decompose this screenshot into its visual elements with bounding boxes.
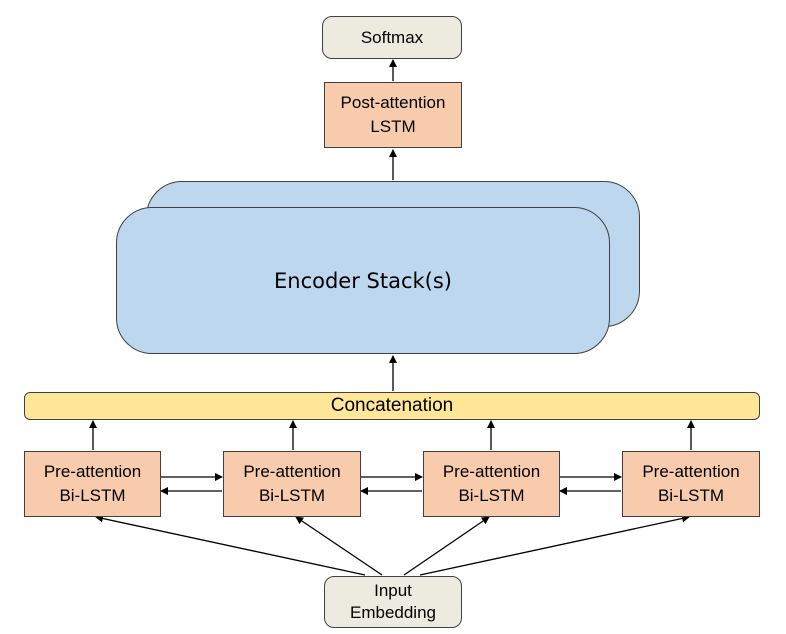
pre-attention-bilstm-2: Pre-attention Bi-LSTM [223,451,361,517]
arrow-input-to-pre2 [295,516,383,576]
concatenation-label: Concatenation [330,395,454,416]
pre-attention-4-line1: Pre-attention [642,462,740,481]
softmax-box: Softmax [322,16,462,59]
input-embedding-box: Input Embedding [324,576,462,628]
concatenation-bar: Concatenation [24,392,760,420]
arrow-input-to-pre4 [419,514,690,576]
pre-attention-3-line1: Pre-attention [442,462,541,481]
softmax-label: Softmax [360,27,424,47]
pre-attention-3-line2: Bi-LSTM [458,486,525,505]
post-attention-line1: Post-attention [340,93,446,112]
post-attention-lstm-box: Post-attention LSTM [324,82,462,148]
pre-attention-bilstm-4: Pre-attention Bi-LSTM [622,451,760,517]
pre-attention-4-line2: Bi-LSTM [657,486,725,505]
input-line2: Embedding [349,603,436,622]
encoder-stack-front: Encoder Stack(s) [116,207,610,354]
arrow-input-to-pre3 [403,516,490,576]
pre-attention-1-line1: Pre-attention [43,462,142,481]
post-attention-line2: LSTM [370,117,416,136]
pre-attention-2-line1: Pre-attention [243,462,341,481]
pre-attention-1-line2: Bi-LSTM [59,486,126,505]
pre-attention-bilstm-3: Pre-attention Bi-LSTM [423,451,560,517]
pre-attention-2-line2: Bi-LSTM [258,486,326,505]
input-line1: Input [374,581,412,600]
pre-attention-bilstm-1: Pre-attention Bi-LSTM [24,451,161,517]
arrow-input-to-pre1 [95,514,366,576]
encoder-stack-label: Encoder Stack(s) [274,268,452,293]
